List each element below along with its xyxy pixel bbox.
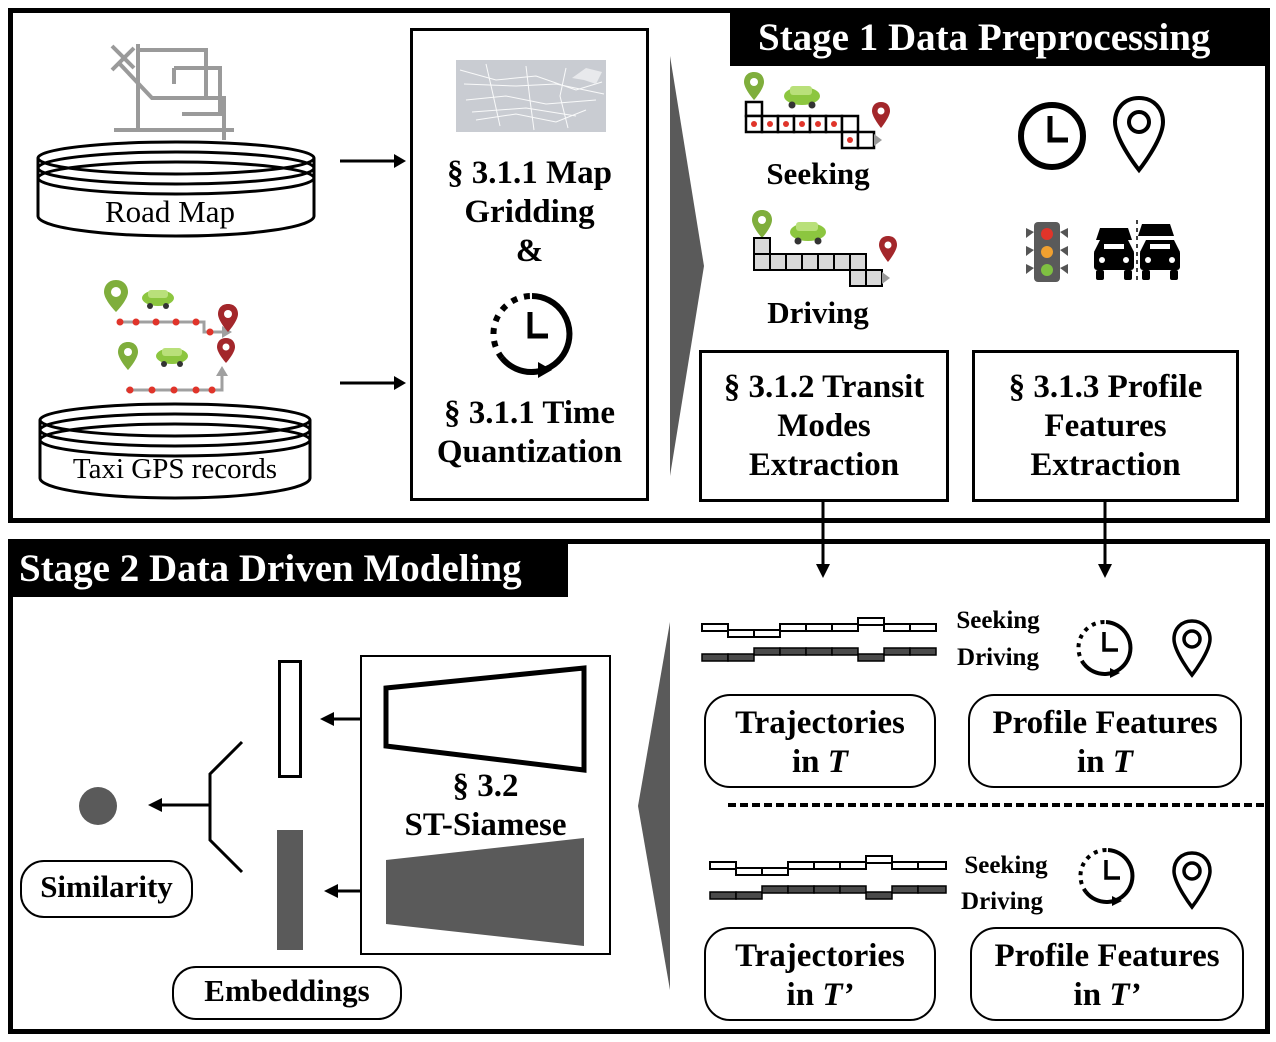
stage1-frame bbox=[8, 8, 1270, 523]
siamese-line2: ST-Siamese bbox=[404, 807, 567, 843]
arrow-gps-to-gridding bbox=[340, 376, 406, 390]
embeddings-label: Embeddings bbox=[204, 973, 370, 1008]
clock-icon-bottom bbox=[1078, 847, 1135, 906]
road-map-label: Road Map bbox=[104, 194, 235, 229]
siamese-line1: § 3.2 bbox=[452, 768, 519, 804]
profile-features-line2: Features bbox=[1044, 408, 1167, 444]
trajectories-t-prime-line1: Trajectories bbox=[735, 938, 905, 974]
similarity-box bbox=[20, 860, 193, 918]
arrow-roadmap-to-gridding bbox=[340, 154, 406, 168]
trajectories-t-prefix: in bbox=[792, 744, 820, 780]
time-quant-line1: § 3.1.1 Time bbox=[443, 395, 616, 431]
trajectories-t-line2: in T bbox=[704, 743, 936, 782]
transit-modes-line1: § 3.1.2 Transit bbox=[723, 369, 925, 405]
transit-modes-line2: Modes bbox=[777, 408, 871, 444]
clock-icon-top bbox=[1076, 619, 1133, 678]
bottom-driving-label: Driving bbox=[961, 888, 1043, 915]
database-icon-2 bbox=[38, 402, 312, 500]
timeline-icon-top bbox=[701, 617, 937, 662]
profile-t-prime-var: T’ bbox=[1109, 977, 1141, 1013]
embeddings-merge-lines bbox=[148, 740, 244, 874]
profile-t-prime-line2: in T’ bbox=[970, 976, 1244, 1015]
stage1-process-arrow bbox=[670, 56, 704, 476]
transit-modes-line3: Extraction bbox=[748, 447, 900, 483]
profile-t-line1: Profile Features bbox=[992, 705, 1218, 741]
arrow-profile-down bbox=[1098, 502, 1112, 578]
embeddings-box bbox=[172, 966, 402, 1020]
profile-t-prime-prefix: in bbox=[1073, 977, 1102, 1013]
transit-modes-box bbox=[699, 350, 949, 502]
stage2-process-arrow bbox=[638, 622, 670, 990]
profile-t-prefix: in bbox=[1077, 744, 1105, 780]
trajectories-t-prime-box bbox=[704, 927, 936, 1021]
trajectories-t-prime-prefix: in bbox=[786, 977, 815, 1013]
trajectories-t-var: T bbox=[827, 744, 848, 780]
profile-t-var: T bbox=[1112, 744, 1133, 780]
road-map-icon bbox=[110, 44, 234, 140]
profile-features-box bbox=[972, 350, 1239, 502]
stage2-title: Stage 2 Data Driven Modeling bbox=[10, 541, 568, 597]
encoder-bottom-icon bbox=[386, 838, 584, 946]
stage1-title: Stage 1 Data Preprocessing bbox=[730, 10, 1268, 66]
dashed-divider bbox=[728, 803, 1264, 807]
trajectories-t-prime-var: T’ bbox=[822, 977, 854, 1013]
clock-icon bbox=[490, 292, 573, 378]
profile-t-box bbox=[968, 694, 1242, 788]
location-pin-icon-bottom bbox=[1172, 851, 1212, 910]
taxi-gps-label: Taxi GPS records bbox=[72, 453, 278, 485]
traffic-jam-icon bbox=[1094, 220, 1180, 284]
top-seeking-label: Seeking bbox=[956, 607, 1040, 634]
driving-label: Driving bbox=[767, 295, 869, 330]
embedding-vector-top bbox=[278, 660, 302, 778]
seeking-label: Seeking bbox=[766, 156, 870, 191]
embedding-vector-bottom bbox=[277, 830, 303, 950]
profile-t-prime-box bbox=[970, 927, 1244, 1021]
time-quant-line2: Quantization bbox=[436, 434, 623, 470]
stage2-frame bbox=[8, 539, 1270, 1034]
location-pin-icon bbox=[1112, 95, 1166, 174]
traffic-light-icon bbox=[1026, 222, 1068, 282]
profile-features-line1: § 3.1.3 Profile bbox=[1008, 369, 1203, 405]
database-icon bbox=[36, 140, 316, 238]
driving-grid-icon bbox=[752, 210, 897, 287]
profile-t-prime-line1: Profile Features bbox=[994, 938, 1220, 974]
profile-t-line2: in T bbox=[968, 743, 1242, 782]
similarity-dot-icon bbox=[79, 787, 117, 825]
arrow-transit-down bbox=[816, 502, 830, 578]
trajectories-t-line1: Trajectories bbox=[735, 705, 905, 741]
map-gridding-line2: Gridding bbox=[464, 194, 595, 230]
timeline-icon-bottom bbox=[709, 855, 947, 900]
us-map-icon bbox=[456, 60, 606, 132]
seeking-grid-icon bbox=[744, 72, 890, 150]
trajectories-t-box bbox=[704, 694, 936, 788]
location-pin-icon-top bbox=[1172, 619, 1212, 678]
map-gridding-line3: & bbox=[515, 233, 544, 269]
encoder-top-icon bbox=[383, 665, 587, 773]
trajectories-t-prime-line2: in T’ bbox=[704, 976, 936, 1015]
gps-trajectory-icon bbox=[104, 280, 238, 394]
top-driving-label: Driving bbox=[957, 644, 1039, 671]
bottom-seeking-label: Seeking bbox=[964, 852, 1048, 879]
profile-features-line3: Extraction bbox=[1030, 447, 1181, 483]
clock-icon-solid bbox=[1018, 102, 1086, 170]
map-gridding-line1: § 3.1.1 Map bbox=[447, 155, 612, 191]
similarity-label: Similarity bbox=[40, 869, 173, 904]
